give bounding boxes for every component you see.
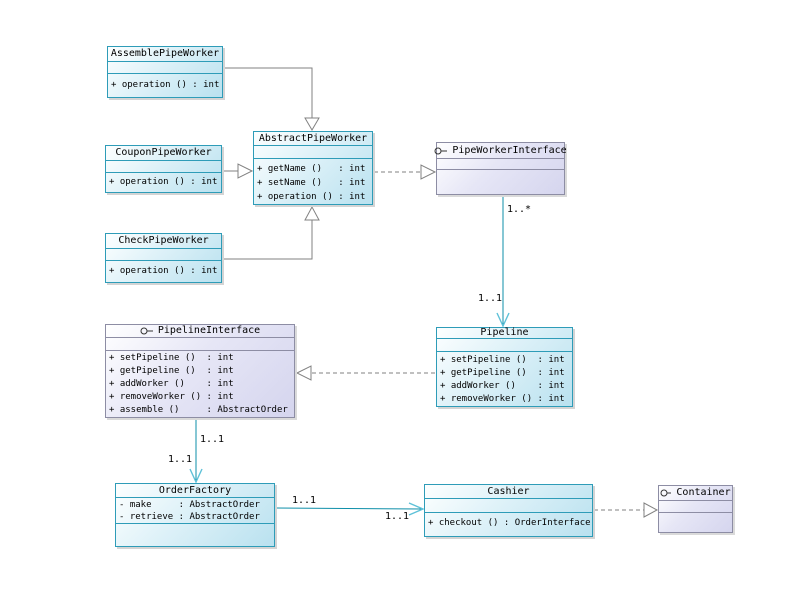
attributes-compartment: [108, 62, 222, 74]
methods-compartment: [116, 524, 274, 546]
interface-container[interactable]: Container: [658, 485, 733, 533]
multiplicity-label: 1..1: [200, 434, 225, 445]
class-abstractpipeworker[interactable]: AbstractPipeWorker + getName () : int + …: [253, 131, 373, 205]
method-row: + operation () : int: [111, 80, 220, 90]
class-orderfactory[interactable]: OrderFactory - make : AbstractOrder - re…: [115, 483, 275, 547]
class-assemblepipeworker[interactable]: AssemblePipeWorker + operation () : int: [107, 46, 223, 98]
method-row: + operation () : int: [257, 192, 366, 202]
realization-pipeline-to-pipelineinterface[interactable]: [295, 365, 435, 381]
interface-title: PipelineInterface: [106, 325, 294, 338]
realization-abstract-to-pipeworkerinterface[interactable]: [374, 164, 437, 180]
interface-name: PipeWorkerInterface: [452, 144, 567, 156]
interface-name: PipelineInterface: [157, 324, 261, 336]
association-pipeworkerinterface-to-pipeline[interactable]: [496, 196, 510, 328]
interface-title: Container: [659, 486, 732, 501]
class-checkpipeworker[interactable]: CheckPipeWorker + operation () : int: [105, 233, 222, 283]
interface-pipelineinterface[interactable]: PipelineInterface + setPipeline () : int…: [105, 324, 295, 418]
attributes-compartment: [437, 159, 564, 170]
attributes-compartment: [106, 161, 221, 173]
multiplicity-label: 1..*: [507, 204, 532, 215]
methods-compartment: + operation () : int: [108, 74, 222, 97]
methods-compartment: + setPipeline () : int + getPipeline () …: [437, 352, 572, 406]
method-row: + setPipeline () : int: [109, 353, 234, 363]
attributes-compartment: [425, 499, 592, 513]
method-row: + assemble () : AbstractOrder: [109, 405, 288, 415]
class-pipeline[interactable]: Pipeline + setPipeline () : int + getPip…: [436, 327, 573, 407]
method-row: + removeWorker () : int: [440, 394, 565, 404]
interface-lollipop-icon: [140, 327, 153, 335]
method-row: + setPipeline () : int: [440, 355, 565, 365]
class-title: Cashier: [425, 485, 592, 499]
method-row: + addWorker () : int: [440, 381, 565, 391]
generalization-assemble-to-abstract[interactable]: [223, 67, 320, 131]
interface-lollipop-icon: [434, 147, 448, 154]
method-row: + operation () : int: [109, 177, 218, 187]
interface-lollipop-icon: [660, 489, 672, 497]
methods-compartment: + getName () : int + setName () : int + …: [254, 159, 372, 204]
class-title: AbstractPipeWorker: [254, 132, 372, 146]
methods-compartment: [437, 170, 564, 194]
method-row: + getPipeline () : int: [440, 368, 565, 378]
class-title: AssemblePipeWorker: [108, 47, 222, 62]
attributes-compartment: - make : AbstractOrder - retrieve : Abst…: [116, 498, 274, 524]
attribute-row: - retrieve : AbstractOrder: [119, 512, 260, 522]
realization-cashier-to-container[interactable]: [594, 502, 659, 518]
methods-compartment: + operation () : int: [106, 173, 221, 192]
class-title: Pipeline: [437, 327, 572, 340]
method-row: + checkout () : OrderInterface: [428, 518, 591, 528]
class-title: CheckPipeWorker: [106, 234, 221, 249]
method-row: + removeWorker () : int: [109, 392, 234, 402]
methods-compartment: [659, 513, 732, 532]
class-title: CouponPipeWorker: [106, 146, 221, 161]
association-orderfactory-to-cashier[interactable]: [275, 502, 425, 516]
method-row: + getName () : int: [257, 164, 366, 174]
class-couponpipeworker[interactable]: CouponPipeWorker + operation () : int: [105, 145, 222, 193]
attributes-compartment: [659, 501, 732, 513]
generalization-coupon-to-abstract[interactable]: [222, 163, 254, 179]
interface-pipeworkerinterface[interactable]: PipeWorkerInterface: [434, 142, 567, 195]
class-cashier[interactable]: Cashier + checkout () : OrderInterface: [424, 484, 593, 537]
methods-compartment: + operation () : int: [106, 261, 221, 282]
attributes-compartment: [254, 146, 372, 159]
multiplicity-label: 1..1: [168, 454, 193, 465]
association-pipelineinterface-to-orderfactory[interactable]: [189, 419, 203, 484]
attributes-compartment: [106, 249, 221, 261]
interface-name: Container: [676, 487, 731, 498]
method-row: + operation () : int: [109, 266, 218, 276]
multiplicity-label: 1..1: [478, 293, 503, 304]
attributes-compartment: [106, 338, 294, 351]
interface-title: PipeWorkerInterface: [434, 143, 567, 159]
method-row: + addWorker () : int: [109, 379, 234, 389]
multiplicity-label: 1..1: [292, 495, 317, 506]
method-row: + setName () : int: [257, 178, 366, 188]
methods-compartment: + checkout () : OrderInterface: [425, 513, 592, 536]
class-title: OrderFactory: [116, 484, 274, 498]
method-row: + getPipeline () : int: [109, 366, 234, 376]
methods-compartment: + setPipeline () : int + getPipeline () …: [106, 351, 294, 417]
generalization-check-to-abstract[interactable]: [222, 205, 320, 260]
attributes-compartment: [437, 339, 572, 352]
attribute-row: - make : AbstractOrder: [119, 500, 260, 510]
multiplicity-label: 1..1: [385, 511, 410, 522]
